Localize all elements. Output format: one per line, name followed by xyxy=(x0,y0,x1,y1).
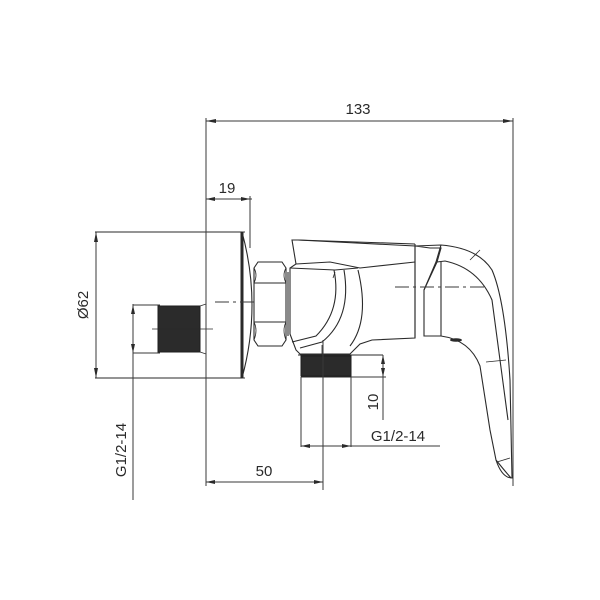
label-19: 19 xyxy=(219,180,236,197)
wall-flange xyxy=(95,231,253,379)
label-10: 10 xyxy=(365,394,382,411)
label-50: 50 xyxy=(256,463,273,480)
lever-handle xyxy=(414,244,513,479)
dim-outlet-offset: 50 xyxy=(206,463,323,484)
handle-detail-mark xyxy=(450,338,462,342)
label-outlet-thread: G1/2-14 xyxy=(371,428,425,445)
hex-nut xyxy=(253,261,289,347)
outlet-thread: G1/2-14 xyxy=(298,354,440,448)
label-inlet-thread: G1/2-14 xyxy=(113,423,130,477)
dim-flange-depth: 19 xyxy=(206,180,252,248)
label-133: 133 xyxy=(345,101,370,118)
valve-body xyxy=(289,239,416,360)
label-diameter-62: Ø62 xyxy=(75,291,92,319)
dim-outlet-thread-length: 10 xyxy=(351,355,386,420)
inlet-thread: G1/2-14 xyxy=(113,220,213,500)
